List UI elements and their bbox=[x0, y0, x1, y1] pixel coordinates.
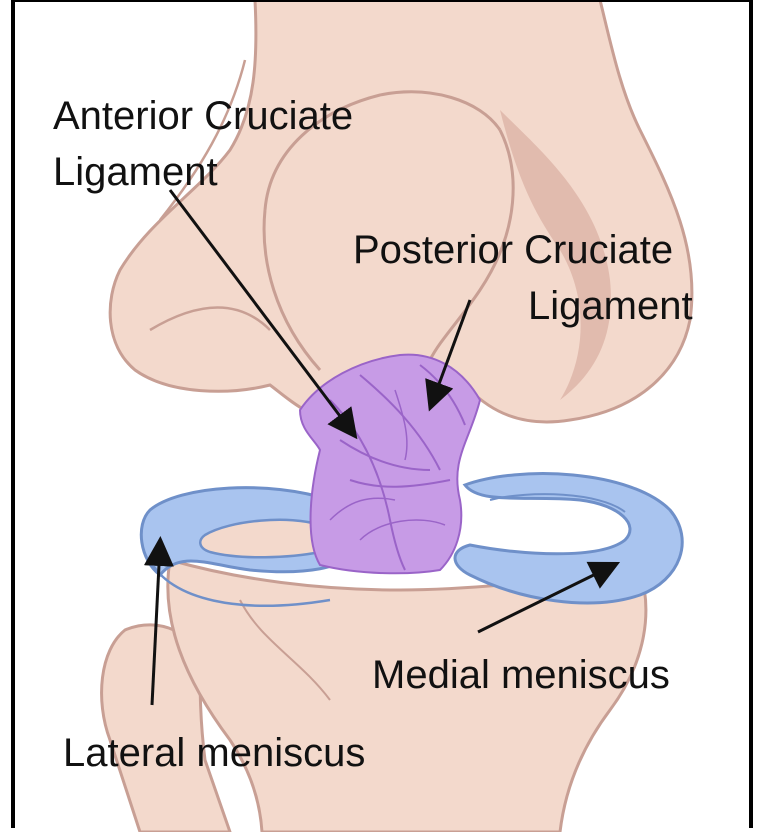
label-lateral-meniscus: Lateral meniscus bbox=[63, 733, 365, 773]
label-pcl-line1: Posterior Cruciate bbox=[353, 230, 673, 270]
label-pcl-line2: Ligament bbox=[528, 286, 693, 326]
label-acl-line2: Ligament bbox=[53, 152, 218, 192]
label-medial-meniscus: Medial meniscus bbox=[372, 655, 670, 695]
label-acl-line1: Anterior Cruciate bbox=[53, 96, 353, 136]
cruciate-ligaments bbox=[300, 355, 480, 574]
medial-meniscus bbox=[455, 474, 682, 603]
